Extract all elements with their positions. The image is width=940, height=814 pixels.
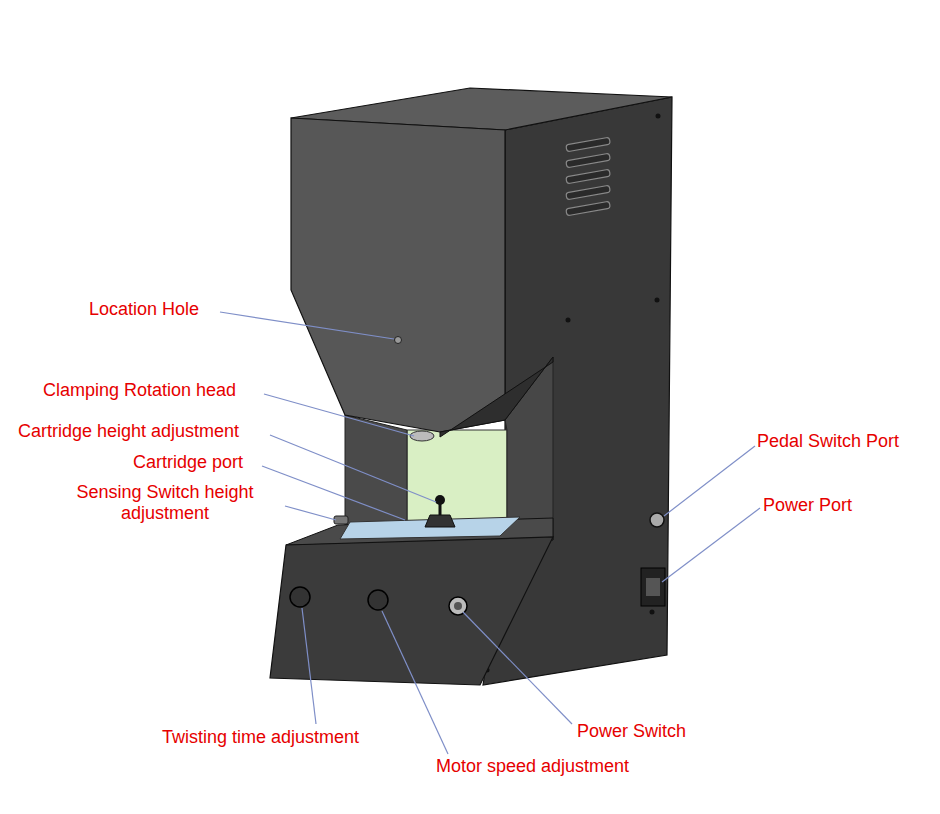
front-face	[291, 118, 505, 432]
recess-wall	[407, 430, 507, 525]
part-label: Sensing Switch height adjustment	[53, 482, 277, 524]
part-label: Twisting time adjustment	[162, 727, 359, 748]
power-port	[641, 568, 665, 606]
location-hole	[395, 337, 402, 344]
part-label: Clamping Rotation head	[43, 380, 236, 401]
cartridge	[435, 495, 445, 505]
knobs	[290, 587, 467, 615]
base-front	[270, 537, 553, 685]
sensing-screw	[334, 516, 348, 524]
part-label: Motor speed adjustment	[436, 756, 629, 777]
leader-lines	[220, 312, 760, 754]
part-label: Power Port	[763, 495, 852, 516]
part-label: Pedal Switch Port	[757, 431, 899, 452]
part-label: Location Hole	[89, 299, 199, 320]
pedal-port	[650, 513, 664, 527]
vent-slots	[566, 137, 611, 216]
part-label: Cartridge height adjustment	[18, 421, 239, 442]
hopper-underside	[440, 357, 553, 437]
part-label: Power Switch	[577, 721, 686, 742]
part-label: Cartridge port	[133, 452, 243, 473]
